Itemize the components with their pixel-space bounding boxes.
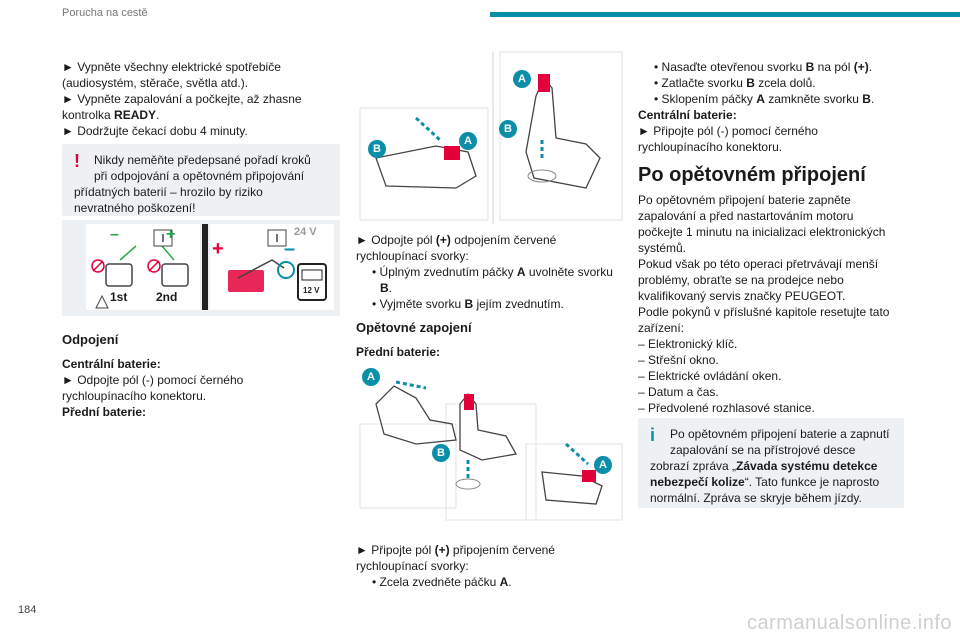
- body-text: Po opětovném připojení baterie zapněte: [638, 193, 851, 207]
- step-text: ► Dodržujte čekací dobu 4 minuty.: [62, 124, 248, 138]
- section-heading-disconnect: Odpojení: [62, 332, 119, 347]
- info-text: zapalování se na přístrojové desce: [670, 443, 856, 457]
- body-text: Pokud však po této operaci přetrvávají m…: [638, 257, 879, 271]
- list-item: – Datum a čas.: [638, 385, 719, 399]
- callout-b: B: [432, 444, 450, 462]
- list-item: – Elektrické ovládání oken.: [638, 369, 782, 383]
- warning-note: ! Nikdy neměňte předepsané pořadí kroků …: [62, 144, 340, 216]
- info-text: Po opětovném připojení baterie a zapnutí: [670, 427, 890, 441]
- page-number: 184: [18, 604, 37, 616]
- info-text: nebezpečí kolize“. Tato funkce je napros…: [650, 475, 880, 489]
- figure-voltage-24: 24 V: [294, 226, 317, 238]
- step-text: rychloupínacího konektoru.: [638, 140, 783, 154]
- callout-a: A: [513, 70, 531, 88]
- step-text: rychloupínací svorky:: [356, 249, 469, 263]
- watermark: carmanualsonline.info: [746, 612, 952, 634]
- step-text: ► Odpojte pól (+) odpojením červené: [356, 233, 557, 247]
- callout-b: B: [368, 140, 386, 158]
- step-text: rychloupínací svorky:: [356, 559, 469, 573]
- body-text: počkejte 1 minutu na inicializaci elektr…: [638, 225, 886, 239]
- info-text: normální. Zpráva se skryje během jízdy.: [650, 491, 862, 505]
- callout-b: B: [499, 120, 517, 138]
- callout-a: A: [362, 368, 380, 386]
- bullet-text: • Nasaďte otevřenou svorku B na pól (+).: [654, 60, 873, 74]
- body-text: zařízení:: [638, 321, 685, 335]
- step-text: ► Připojte pól (-) pomocí černého: [638, 124, 818, 138]
- section-heading-reconnect: Opětovné zapojení: [356, 320, 472, 335]
- step-text: ► Vypněte zapalování a počkejte, až zhas…: [62, 92, 302, 106]
- clamp-reconnect-diagram: [359, 380, 623, 521]
- clamp-disconnect-diagram: [359, 51, 623, 224]
- list-item: – Předvolené rozhlasové stanice.: [638, 401, 815, 415]
- figure-step-second: 2nd: [156, 290, 178, 304]
- list-item: – Střešní okno.: [638, 353, 719, 367]
- step-text: rychloupínacího konektoru.: [62, 389, 207, 403]
- info-icon: i: [650, 425, 656, 445]
- list-item: – Elektronický klíč.: [638, 337, 738, 351]
- subsection-title: Centrální baterie:: [638, 108, 737, 122]
- header-title: Porucha na cestě: [62, 7, 148, 19]
- bullet-text: • Zcela zvedněte páčku A.: [372, 575, 512, 589]
- step-text: ► Odpojte pól (-) pomocí černého: [62, 373, 244, 387]
- header-accent-bar: [490, 12, 960, 17]
- bullet-text: B.: [380, 281, 393, 295]
- step-text: ► Připojte pól (+) připojením červené: [356, 543, 555, 557]
- body-text: kvalifikovaný servis značky PEUGEOT.: [638, 289, 846, 303]
- bullet-text: • Vyjměte svorku B jejím zvednutím.: [372, 297, 564, 311]
- warning-text: přídatných baterií – hrozilo by riziko: [74, 185, 263, 199]
- battery-order-figure: – + + – 24 V 12 V 1st 2nd: [62, 220, 340, 316]
- callout-a: A: [594, 456, 612, 474]
- step-text: kontrolka READY.: [62, 108, 160, 122]
- clamp-disconnect-figure: A A B B: [356, 48, 626, 228]
- figure-plus-red-label: +: [212, 238, 224, 260]
- body-text: problémy, obraťte se na prodejce nebo: [638, 273, 844, 287]
- subsection-title: Přední baterie:: [62, 405, 147, 419]
- warning-text: při odpojování a opětovném připojování: [94, 169, 305, 183]
- figure-voltage-12: 12 V: [303, 286, 320, 295]
- info-text: zobrazí zpráva „Závada systému detekce: [650, 459, 878, 473]
- bullet-text: • Úplným zvednutím páčky A uvolněte svor…: [372, 265, 613, 279]
- clamp-reconnect-figure: A B A: [356, 364, 626, 524]
- figure-minus-label: –: [110, 226, 119, 243]
- battery-order-diagram: [86, 224, 334, 310]
- subsection-title: Přední baterie:: [356, 345, 441, 359]
- step-text: (audiosystém, stěrače, světla atd.).: [62, 76, 249, 90]
- bullet-text: • Sklopením páčky A zamkněte svorku B.: [654, 92, 875, 106]
- section-heading-after-reconnect: Po opětovném připojení: [638, 164, 866, 186]
- callout-a: A: [459, 132, 477, 150]
- figure-minus-blue-label: –: [284, 238, 296, 260]
- step-text: ► Vypněte všechny elektrické spotřebiče: [62, 60, 281, 74]
- warning-icon: !: [74, 151, 80, 171]
- body-text: zapalování a před nastartováním motoru: [638, 209, 854, 223]
- info-note: i Po opětovném připojení baterie a zapnu…: [638, 418, 904, 508]
- body-text: systémů.: [638, 241, 687, 255]
- body-text: Podle pokynů v příslušné kapitole resetu…: [638, 305, 890, 319]
- warning-text: Nikdy neměňte předepsané pořadí kroků: [94, 153, 311, 167]
- warning-text: nevratného poškození!: [74, 201, 196, 215]
- figure-step-first: 1st: [110, 290, 128, 304]
- figure-plus-label: +: [166, 226, 176, 243]
- bullet-text: • Zatlačte svorku B zcela dolů.: [654, 76, 816, 90]
- subsection-title: Centrální baterie:: [62, 357, 161, 371]
